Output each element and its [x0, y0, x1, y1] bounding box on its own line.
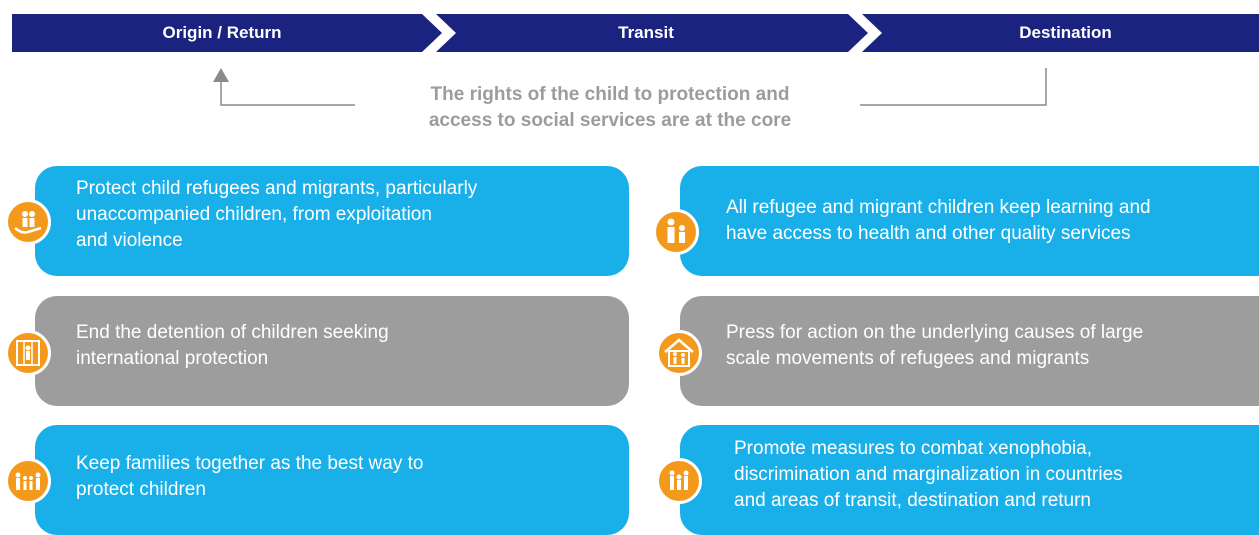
card-keep-learning [680, 166, 1259, 276]
card-combat-xenophobia [680, 425, 1259, 535]
core-rights-statement: The rights of the child to protection an… [360, 82, 860, 134]
return-arrow [213, 68, 1047, 106]
card-text-xenophobia: Promote measures to combat xenophobia, d… [734, 438, 1123, 511]
core-line-2: access to social services are at the cor… [428, 110, 792, 131]
card-underlying-causes [680, 296, 1259, 406]
card-text-protect: Protect child refugees and migrants, par… [76, 178, 478, 251]
stage-transit: Transit [618, 23, 674, 42]
card-keep-families-together [35, 425, 629, 535]
diverse-people-icon [656, 458, 702, 504]
family-group-icon [5, 458, 51, 504]
stage-banner [12, 14, 1259, 52]
stage-origin-return: Origin / Return [162, 23, 282, 42]
children-behind-bars-icon [5, 330, 51, 376]
family-house-icon [656, 330, 702, 376]
arrow-head-icon [213, 68, 229, 82]
card-text-detention: End the detention of children seeking in… [76, 322, 389, 369]
card-protect-from-exploitation [35, 166, 629, 276]
chevron-divider-2 [848, 14, 882, 52]
stage-destination: Destination [1019, 23, 1112, 42]
card-text-families: Keep families together as the best way t… [76, 453, 424, 500]
core-line-1: The rights of the child to protection an… [430, 84, 790, 105]
card-text-learning: All refugee and migrant children keep le… [726, 197, 1151, 244]
card-text-causes: Press for action on the underlying cause… [726, 322, 1144, 369]
adult-child-icon [653, 209, 699, 255]
chevron-divider-1 [422, 14, 456, 52]
card-end-detention [35, 296, 629, 406]
hand-children-icon [5, 199, 51, 245]
